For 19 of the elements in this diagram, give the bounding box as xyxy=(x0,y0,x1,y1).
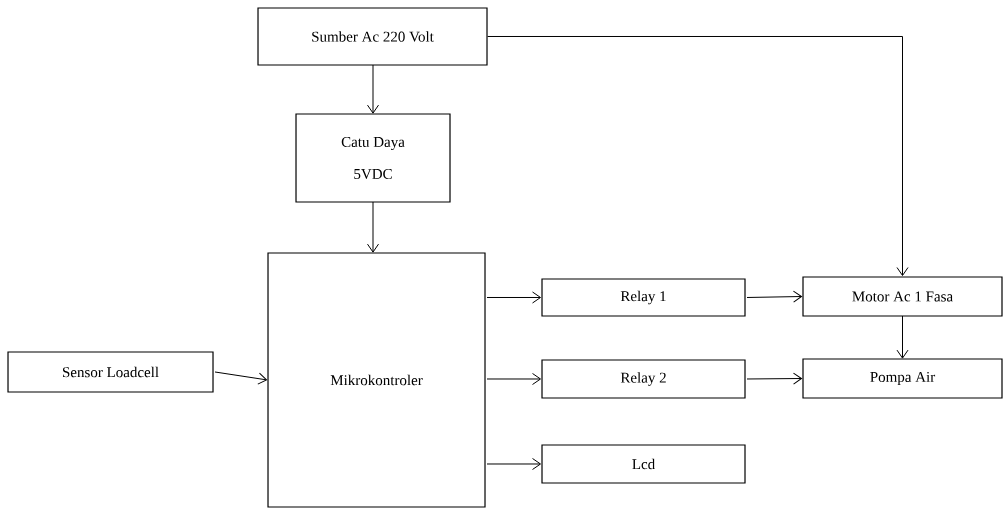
block-box: Pompa Air xyxy=(802,358,1003,399)
arrow xyxy=(746,290,802,303)
arrow xyxy=(367,64,379,114)
arrow xyxy=(367,201,379,253)
arrow xyxy=(487,36,909,276)
block-box: Catu Daya 5VDC xyxy=(295,113,451,203)
block-box: Mikrokontroler xyxy=(267,252,486,508)
arrow xyxy=(486,373,541,385)
arrow xyxy=(214,371,268,385)
block-box: Relay 1 xyxy=(541,278,746,317)
block-box: Sumber Ac 220 Volt xyxy=(257,7,488,66)
block-box: Sensor Loadcell xyxy=(7,351,214,393)
arrow xyxy=(486,291,541,304)
arrow xyxy=(486,458,541,470)
block-box: Relay 2 xyxy=(541,359,746,399)
arrow xyxy=(746,372,802,385)
arrow xyxy=(896,315,909,359)
block-box: Motor Ac 1 Fasa xyxy=(802,276,1003,317)
block-box: Lcd xyxy=(541,444,746,484)
